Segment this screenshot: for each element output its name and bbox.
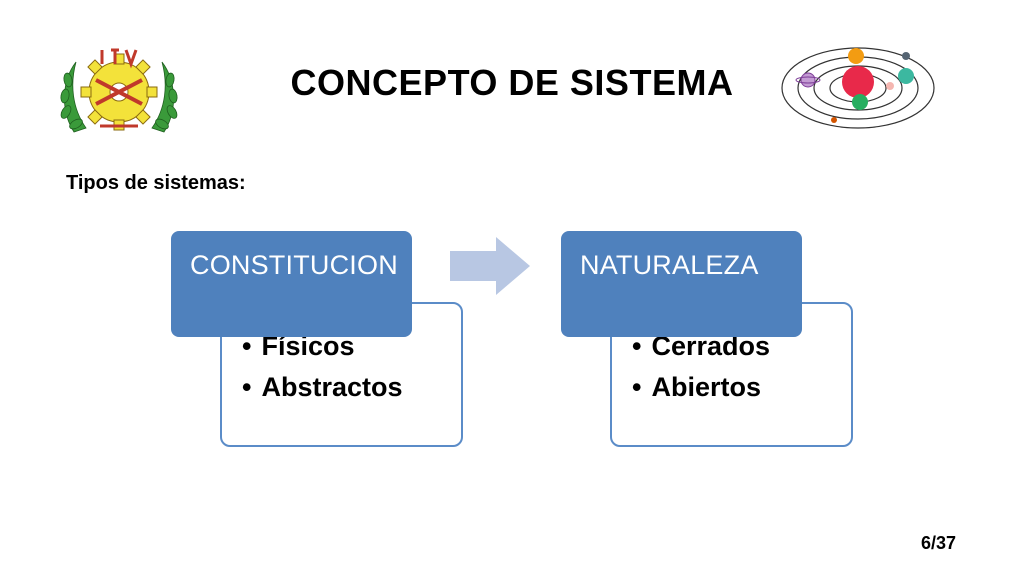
itv-emblem-icon bbox=[60, 48, 178, 133]
diagram-group-naturaleza: Cerrados Abiertos NATURALEZA bbox=[561, 231, 855, 449]
group-header: NATURALEZA bbox=[561, 231, 802, 337]
page-number: 6/37 bbox=[920, 533, 956, 553]
list-item: Abstractos bbox=[242, 367, 461, 408]
solar-system-icon bbox=[781, 47, 935, 129]
group-header: CONSTITUCION bbox=[171, 231, 412, 337]
slide-title: CONCEPTO DE SISTEMA bbox=[290, 62, 734, 103]
diagram-group-constitucion: Físicos Abstractos CONSTITUCION bbox=[171, 231, 465, 449]
list-item: Abiertos bbox=[632, 367, 851, 408]
arrow-right-icon bbox=[450, 237, 530, 295]
section-subtitle: Tipos de sistemas: bbox=[66, 172, 246, 194]
